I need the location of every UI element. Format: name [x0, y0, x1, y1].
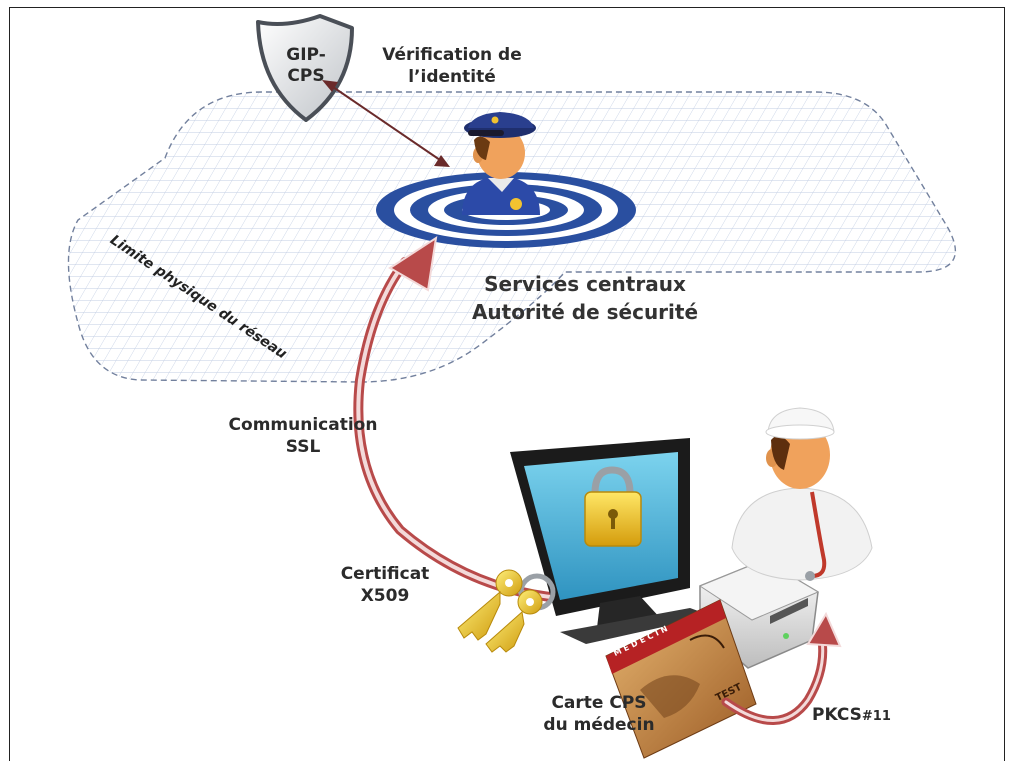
shield-icon [256, 14, 354, 122]
services-label-line2: Autorité de sécurité [471, 300, 699, 324]
pkcs-arrow [721, 611, 842, 725]
communication-label-line1: Communication [228, 415, 378, 435]
certificate-label-line1: Certificat [340, 564, 430, 584]
shield-label: GIP- CPS [281, 45, 331, 87]
certificate-label-line2: X509 [360, 586, 410, 606]
shield-label-line2: CPS [287, 66, 325, 86]
services-label-line1: Services centraux [484, 272, 686, 296]
pkcs-label: PKCS#11 [812, 704, 922, 728]
communication-label-line2: SSL [285, 437, 321, 457]
card-label-line2: du médecin [543, 715, 655, 735]
police-officer-icon [462, 112, 540, 215]
identity-check-arrow [322, 80, 450, 167]
ssl-communication-arrow [353, 235, 565, 603]
services-label: Services centraux Autorité de sécurité [460, 270, 710, 326]
verification-label: Vérification de l’identité [382, 44, 522, 88]
cps-card-icon [605, 599, 757, 759]
diagram-frame [9, 7, 1005, 761]
padlock-icon [584, 466, 642, 547]
doctor-icon [731, 407, 873, 581]
verification-label-line1: Vérification de [382, 45, 522, 65]
pkcs-label-suffix: #11 [861, 709, 891, 724]
pkcs-label-main: PKCS [812, 705, 862, 725]
communication-label: Communication SSL [218, 414, 388, 458]
certificate-label: Certificat X509 [330, 563, 440, 607]
card-label: Carte CPS du médecin [534, 692, 664, 736]
shield-label-line1: GIP- [286, 45, 326, 65]
card-label-line1: Carte CPS [551, 693, 647, 713]
keys-icon [457, 569, 556, 653]
verification-label-line2: l’identité [408, 67, 496, 87]
